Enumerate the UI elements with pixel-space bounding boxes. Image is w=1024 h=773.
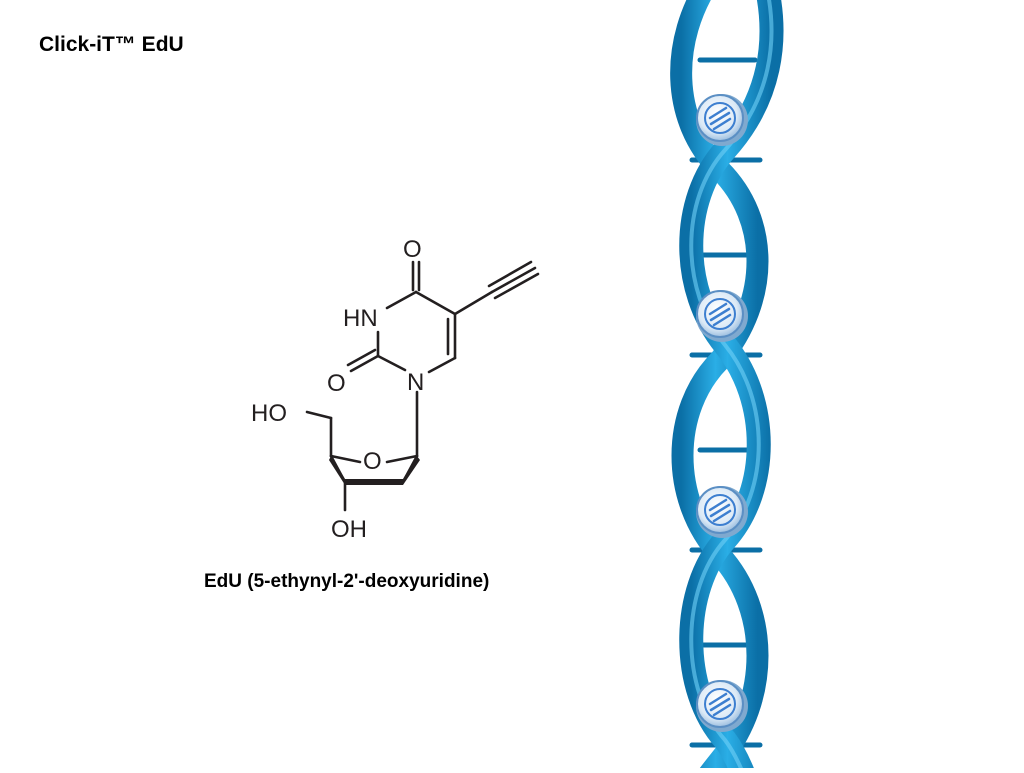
c4-c5-bond <box>414 290 457 316</box>
atom-label-o-top: O <box>403 236 422 263</box>
c2-o-bond-b <box>346 348 377 367</box>
slide-title: Click-iT™ EdU <box>39 33 184 56</box>
dna-helix-illustration <box>660 0 790 773</box>
atom-label-o-left: O <box>327 370 346 397</box>
alkyne-bond-b <box>487 260 533 288</box>
c1prime-o-bond <box>385 454 419 464</box>
sugar-wedge-left <box>329 456 345 485</box>
atom-label-n1: N <box>407 369 424 396</box>
atom-label-ho: HO <box>251 400 287 427</box>
alkyne-bond-a <box>490 266 537 294</box>
sugar-wedge-right <box>403 456 420 485</box>
helix-strand-back <box>670 0 769 773</box>
c6-n1-bond <box>427 356 457 374</box>
alkyne-bond-c <box>493 272 540 300</box>
edu-structure-diagram: O HN O N HO O OH <box>235 220 555 550</box>
striped-disc-icon <box>696 680 748 732</box>
c5-alkyne-bond <box>453 290 494 316</box>
o-c4prime-bond <box>329 454 362 464</box>
striped-disc-icon <box>696 486 748 538</box>
atom-label-ring-o: O <box>363 448 382 475</box>
striped-disc-icon <box>696 290 748 342</box>
striped-disc-icon <box>696 94 748 146</box>
n1-c2-bond <box>376 354 407 372</box>
structure-caption: EdU (5-ethynyl-2ʹ-deoxyuridine) <box>204 571 490 592</box>
atom-label-hn: HN <box>343 305 378 332</box>
c2-o-bond-a <box>349 354 380 373</box>
c4-n3-bond <box>385 290 418 310</box>
c5prime-oh-bond <box>305 410 333 420</box>
atom-label-oh: OH <box>331 516 367 543</box>
sugar-bold-edge <box>345 479 403 485</box>
